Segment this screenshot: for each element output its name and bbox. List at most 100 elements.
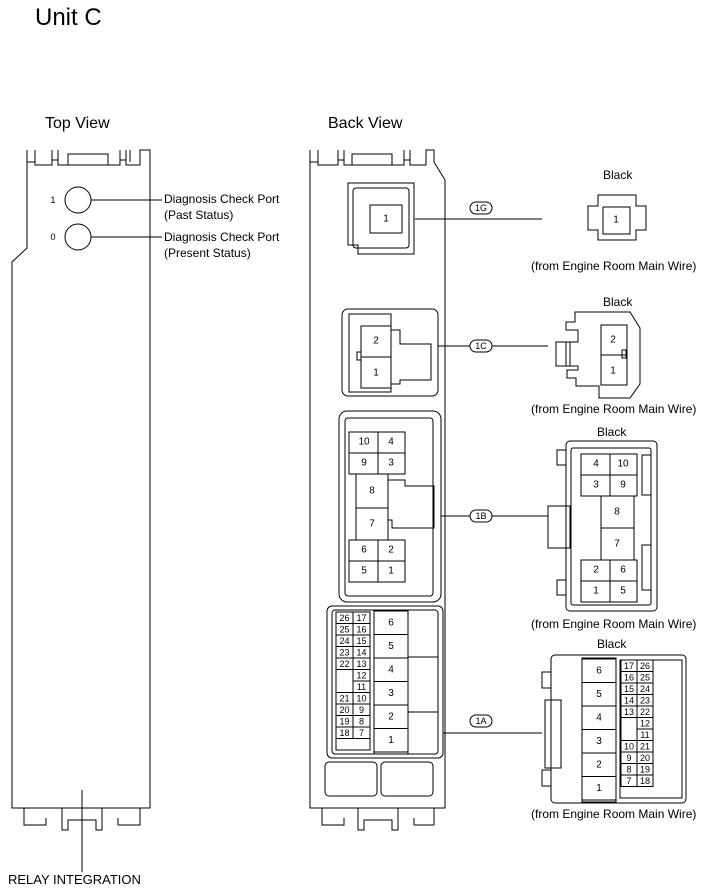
1a-back-small-pin: 18 [339, 728, 349, 738]
1a-back-large-pin: 2 [388, 711, 394, 722]
svg-text:1: 1 [610, 366, 616, 377]
svg-text:2: 2 [593, 565, 599, 576]
page-title: Unit C [35, 4, 102, 31]
svg-text:5: 5 [361, 566, 367, 577]
diagnosis-port-present [64, 223, 92, 251]
1a-back-large-pin: 3 [388, 688, 394, 699]
1a-front-small-pin: 16 [624, 672, 634, 682]
svg-text:9: 9 [620, 480, 626, 491]
svg-text:6: 6 [620, 565, 626, 576]
1a-front-small-pin: 11 [640, 730, 649, 740]
1a-front-small-pin: 24 [640, 684, 650, 694]
1a-back-small-pin: 11 [357, 682, 366, 692]
svg-text:6: 6 [361, 545, 367, 556]
1a-front-small-pin: 14 [624, 695, 634, 705]
1a-front-small-pin: 15 [624, 684, 634, 694]
1a-front-small-pin: 18 [640, 776, 650, 786]
1c-back-pin-1: 1 [373, 368, 379, 379]
svg-text:9: 9 [361, 458, 367, 469]
connector-1g-wire: (from Engine Room Main Wire) [531, 259, 697, 273]
1a-back-small-pin: 10 [356, 693, 366, 703]
component-label: RELAY INTEGRATION [8, 872, 141, 887]
1a-back-small-pin: 14 [356, 647, 366, 657]
svg-text:3: 3 [388, 458, 394, 469]
1a-front-small-pin: 26 [640, 661, 650, 671]
1a-back-small-pin: 26 [339, 613, 349, 623]
1a-back-small-pin: 23 [339, 647, 349, 657]
1a-back-large-pin: 5 [388, 641, 394, 652]
1a-back-small-pin: 16 [356, 624, 366, 634]
1a-front-small-pin: 22 [640, 707, 650, 717]
1b-back-pins: 10 4 9 3 8 7 6 2 5 1 [348, 431, 406, 583]
1a-back-small-pin: 24 [339, 636, 349, 646]
1a-back-small-pin: 7 [359, 728, 364, 738]
1a-back-small-pin: 19 [339, 716, 349, 726]
1a-front-large-pin: 5 [596, 689, 602, 700]
back-view-heading: Back View [328, 115, 403, 132]
tag-1b: 1B [475, 511, 486, 521]
svg-text:7: 7 [369, 519, 375, 530]
svg-text:4: 4 [388, 437, 394, 448]
connector-1g-color: Black [603, 168, 633, 182]
port-past-label: Diagnosis Check Port(Past Status) [164, 192, 280, 222]
port-present-indicator: 0 [50, 232, 55, 242]
svg-text:7: 7 [614, 539, 620, 550]
1a-front-large-pin: 1 [596, 783, 602, 794]
1a-front-large-pin: 4 [596, 712, 602, 723]
connector-1c-wire: (from Engine Room Main Wire) [531, 402, 697, 416]
svg-text:1: 1 [593, 586, 599, 597]
svg-text:3: 3 [593, 480, 599, 491]
connector-1a-color: Black [597, 637, 627, 651]
1a-front-large-pin: 2 [596, 759, 602, 770]
connector-1b-color: Black [597, 425, 627, 439]
1a-back-large-pin: 1 [388, 735, 394, 746]
connector-1g-front: 1 [587, 194, 647, 241]
1a-back-small-pin: 9 [359, 705, 364, 715]
connector-1b-front: 4 10 3 9 8 7 2 6 1 5 [547, 440, 658, 612]
svg-text:10: 10 [358, 437, 370, 448]
1a-back-small-pin: 17 [356, 613, 366, 623]
tag-1a: 1A [475, 716, 486, 726]
connector-1b-wire: (from Engine Room Main Wire) [531, 617, 697, 631]
svg-text:2: 2 [610, 335, 616, 346]
1a-front-small-pin: 20 [640, 753, 650, 763]
svg-text:10: 10 [617, 459, 629, 470]
1a-back-small-pin: 13 [356, 659, 366, 669]
1a-back-small-pin: 22 [339, 659, 349, 669]
1a-front-small-pin: 21 [640, 741, 650, 751]
1a-front-large-pin: 6 [596, 665, 602, 676]
connector-1c-front: 2 1 [555, 311, 641, 399]
1a-front-large-pin: 3 [596, 736, 602, 747]
1a-back-small-pin: 12 [356, 670, 366, 680]
connector-1c-color: Black [603, 295, 633, 309]
1a-front-small-pin: 12 [640, 718, 650, 728]
tag-1g: 1G [475, 203, 487, 213]
1a-front-small-pin: 8 [626, 764, 631, 774]
1a-back-small-pin: 25 [339, 624, 349, 634]
1g-back-pin: 1 [383, 214, 389, 225]
1a-front-small-pin: 17 [624, 661, 634, 671]
relay-back-view: 1 2 1 10 4 9 3 8 7 6 2 5 1 [309, 149, 446, 831]
1a-back-small-pin: 21 [339, 693, 349, 703]
svg-text:1: 1 [388, 566, 394, 577]
svg-text:2: 2 [388, 545, 394, 556]
1a-back-large-pin: 4 [388, 664, 394, 675]
port-present-label: Diagnosis Check Port(Present Status) [164, 230, 280, 260]
1c-back-pin-2: 2 [373, 336, 379, 347]
1a-front-small-pin: 25 [640, 672, 650, 682]
connector-1a-wire: (from Engine Room Main Wire) [531, 807, 697, 821]
1a-front-small-pin: 10 [624, 741, 634, 751]
1a-front-small-pin: 19 [640, 764, 650, 774]
svg-text:8: 8 [614, 507, 620, 518]
svg-text:1: 1 [613, 215, 619, 226]
1a-back-small-pin: 15 [356, 636, 366, 646]
port-past-indicator: 1 [50, 195, 55, 205]
1a-back-large-pin: 6 [388, 617, 394, 628]
relay-top-view: 1 0 [11, 149, 162, 872]
1a-back-small-pin: 20 [339, 705, 349, 715]
diagnosis-port-past [64, 186, 92, 214]
1a-front-small-pin: 13 [624, 707, 634, 717]
1a-front-small-pin: 7 [626, 776, 631, 786]
